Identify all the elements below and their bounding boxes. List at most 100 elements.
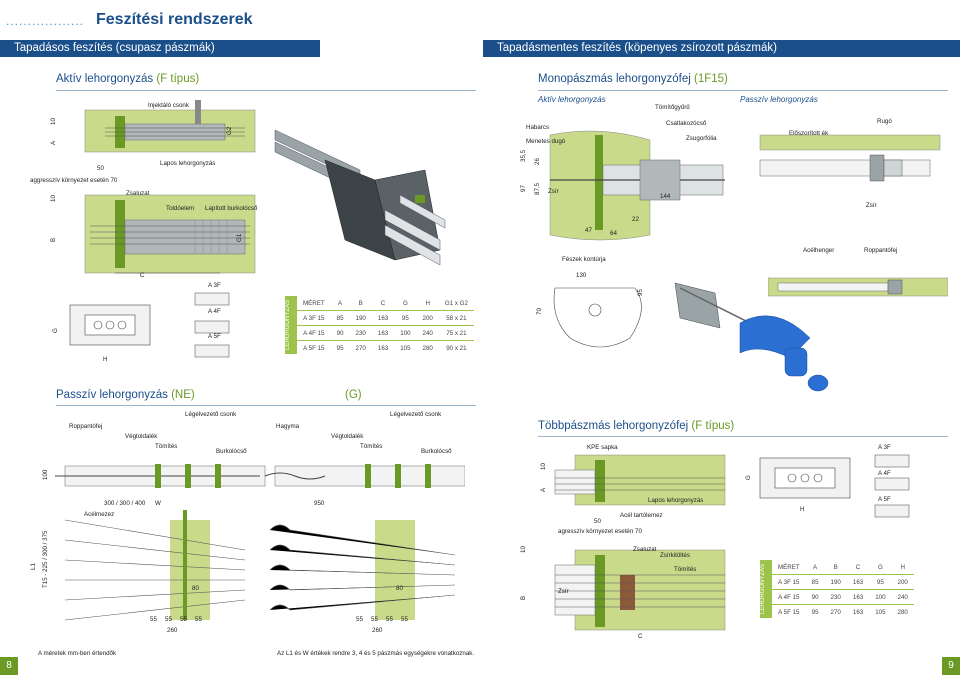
passive-anchor-drawings (55, 464, 465, 621)
label: Menetes dugó (526, 138, 566, 145)
page-number-right: 9 (942, 657, 960, 675)
col-header: A (330, 296, 350, 311)
dim-10: 10 (50, 118, 57, 125)
label: Toldóelem (166, 205, 195, 212)
label: Zsír (866, 202, 877, 209)
label: Zsaluzat (126, 190, 150, 197)
heading-mono-anchor: Monopászmás lehorgonyzófej (1F15) (538, 73, 728, 85)
label: Tömítés (674, 566, 697, 573)
dim: 55 (401, 616, 408, 623)
dim: 55 (195, 616, 202, 623)
active-anchor-drawing (84, 100, 256, 274)
label: Végtoldalék (125, 433, 158, 440)
col-header: B (349, 296, 372, 311)
passive-lower-drawing (768, 277, 948, 297)
multi-plate-drawings (759, 454, 910, 518)
label: agresszív környezet esetén 70 (558, 528, 642, 535)
dim: 55 (150, 616, 157, 623)
table-side-label: LEHORGONYZÁS (760, 560, 772, 618)
page-title: Feszítési rendszerek (96, 11, 253, 28)
col-header: MÉRET (772, 560, 806, 575)
footnote-units: A méretek mm-ben értendők (38, 650, 117, 657)
dim-a: A (50, 140, 57, 145)
anchor-3d-illustration (274, 129, 446, 266)
dim: 100 (42, 469, 49, 480)
label: Fészek kontúrja (562, 256, 606, 263)
dim-b: B (50, 237, 57, 242)
label: Csatlakozócső (666, 120, 707, 127)
col-header: MÉRET (297, 296, 331, 311)
dim: 950 (314, 500, 325, 507)
page-number-left: 8 (0, 657, 18, 675)
dim-c: C (638, 633, 643, 640)
label: Lapított burkolócső (205, 205, 258, 212)
label: Zsír (548, 188, 559, 195)
dim: 144 (660, 193, 671, 200)
dim: 87,5 (534, 182, 541, 195)
label: Légelvezető csonk (390, 411, 442, 418)
table-side-label: LEHORGONYZÁS (285, 296, 297, 354)
multi-anchor-drawing (554, 454, 726, 631)
sub-active: Aktív lehorgonyzás (538, 95, 606, 104)
dim-10: 10 (50, 195, 57, 202)
dim-h: H (800, 506, 805, 513)
divider (538, 436, 948, 437)
sub-passive: Passzív lehorgonyzás (740, 95, 818, 104)
dim: 260 (372, 627, 383, 634)
col-header: G (869, 560, 892, 575)
col-header: H (891, 560, 914, 575)
dim-g1: G1 (236, 233, 243, 242)
label: aggresszív környezet esetén 70 (30, 177, 118, 184)
label: Acélhenger (803, 247, 835, 254)
col-header: G (394, 296, 417, 311)
dim-50: 50 (594, 518, 601, 525)
label: Roppantófej (69, 423, 103, 430)
label: Burkolócső (421, 448, 452, 455)
label: Végtoldalék (331, 433, 364, 440)
anchor-plate-drawings (69, 292, 230, 358)
dim: 22 (632, 216, 639, 223)
col-header: C (371, 296, 395, 311)
footnote-values: Az L1 és W értékek rendre 3, 4 és 5 pász… (277, 650, 475, 657)
section-bar-left: Tapadásos feszítés (csupasz pászmák) (0, 40, 320, 57)
dim-g2: G2 (226, 126, 233, 135)
dim: 130 (576, 272, 587, 279)
plate-a5f: A 5F (878, 496, 891, 503)
plate-a3f: A 3F (208, 282, 221, 289)
heading-passive-anchor: Passzív lehorgonyzás (NE) (56, 389, 195, 401)
label: Acélmezez (84, 511, 115, 518)
label: C (140, 272, 145, 279)
dim: 55 (165, 616, 172, 623)
label: Tömítőgyűrű (655, 104, 690, 111)
label: Zsírkitöltés (660, 552, 690, 559)
col-header: H (416, 296, 439, 311)
col-header: G1 x G2 (438, 296, 474, 311)
label: Habarcs (526, 124, 550, 131)
dim: 64 (610, 230, 617, 237)
label: Injektáló csonk (148, 102, 189, 109)
label: Tömítés (360, 443, 383, 450)
dim: 55 (371, 616, 378, 623)
dim: 26 (534, 158, 541, 165)
col-header: B (824, 560, 847, 575)
label: Zsír (558, 588, 569, 595)
dim: 80 (192, 585, 199, 592)
dim-10: 10 (520, 546, 527, 553)
label: KPE sapka (587, 444, 618, 451)
label: Előszorított ék (789, 130, 829, 137)
dim-l1: L1 (30, 563, 37, 570)
mono-anchor-drawings (549, 130, 941, 241)
dim: 97 (520, 185, 527, 192)
dim-g: G (52, 328, 59, 333)
section-bar-right: Tapadásmentes feszítés (köpenyes zsírozo… (483, 40, 960, 57)
dim: 95 (637, 289, 644, 296)
label: Tömítés (155, 443, 178, 450)
divider (538, 90, 948, 91)
label: Zsaluzat (633, 546, 657, 553)
label: Roppantófej (864, 247, 898, 254)
dim: 55 (356, 616, 363, 623)
dim-b: B (520, 595, 527, 600)
